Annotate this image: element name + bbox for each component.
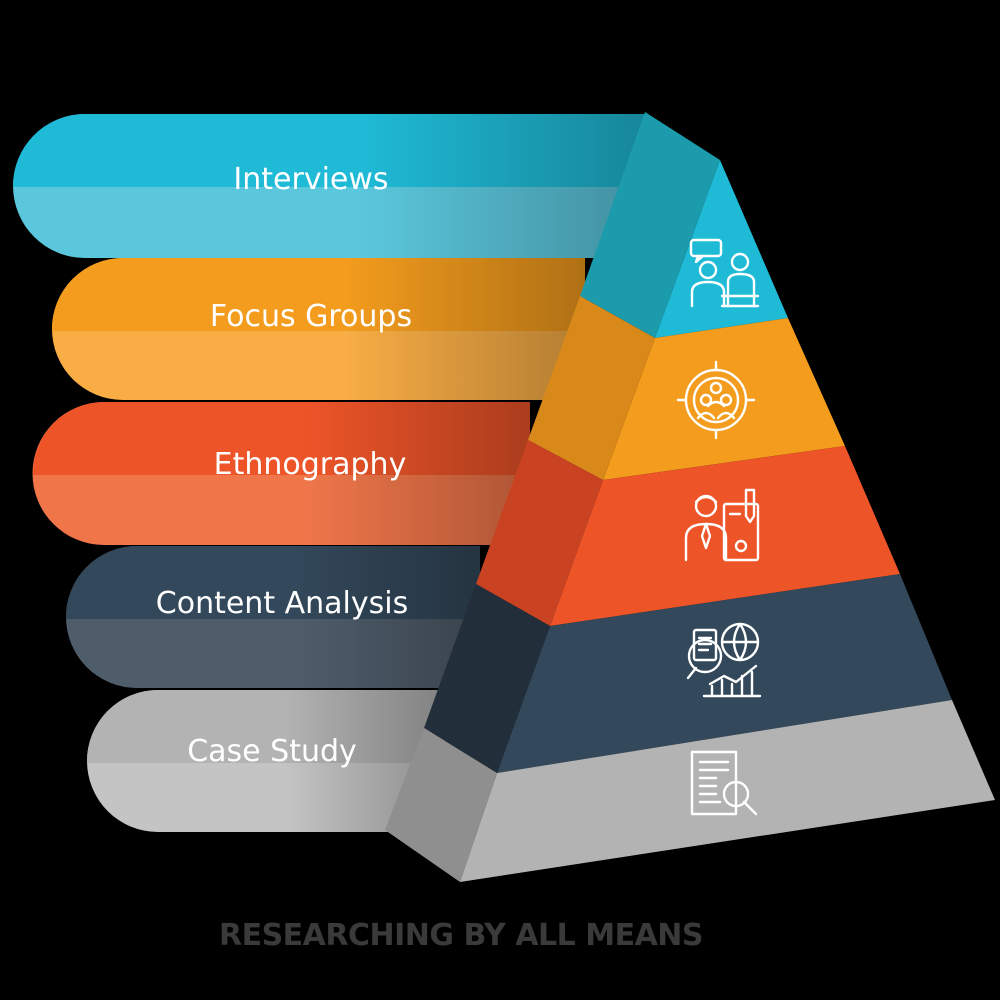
band-case-study: Case Study	[86, 690, 445, 832]
front-face-focus-groups	[603, 318, 845, 480]
front-face-content-analysis	[497, 574, 952, 773]
band-focus-groups-label: Focus Groups	[210, 299, 412, 334]
ethnographer-notes-icon	[684, 488, 760, 562]
band-content-analysis: Content Analysis	[65, 545, 480, 688]
side-face-focus-groups	[528, 296, 655, 480]
interview-people-icon	[689, 238, 760, 308]
band-content-analysis-label: Content Analysis	[156, 586, 408, 621]
band-case-study-label: Case Study	[187, 734, 357, 769]
band-ethnography-label: Ethnography	[214, 447, 407, 482]
band-interviews: Interviews	[12, 114, 646, 258]
focus-group-target-icon	[676, 360, 756, 440]
document-search-icon	[690, 750, 758, 816]
band-interviews-label: Interviews	[233, 162, 388, 197]
front-face-case-study	[460, 700, 995, 882]
side-face-content-analysis	[424, 584, 550, 773]
globe-data-analysis-icon	[686, 622, 762, 698]
band-focus-groups: Focus Groups	[51, 257, 586, 400]
side-face-interviews	[580, 112, 720, 338]
side-face-ethnography	[476, 440, 603, 626]
band-ethnography: Ethnography	[32, 402, 531, 545]
pyramid-side-faces	[385, 112, 720, 882]
footer-title: RESEARCHING BY ALL MEANS	[218, 918, 704, 953]
side-face-case-study	[385, 728, 497, 882]
